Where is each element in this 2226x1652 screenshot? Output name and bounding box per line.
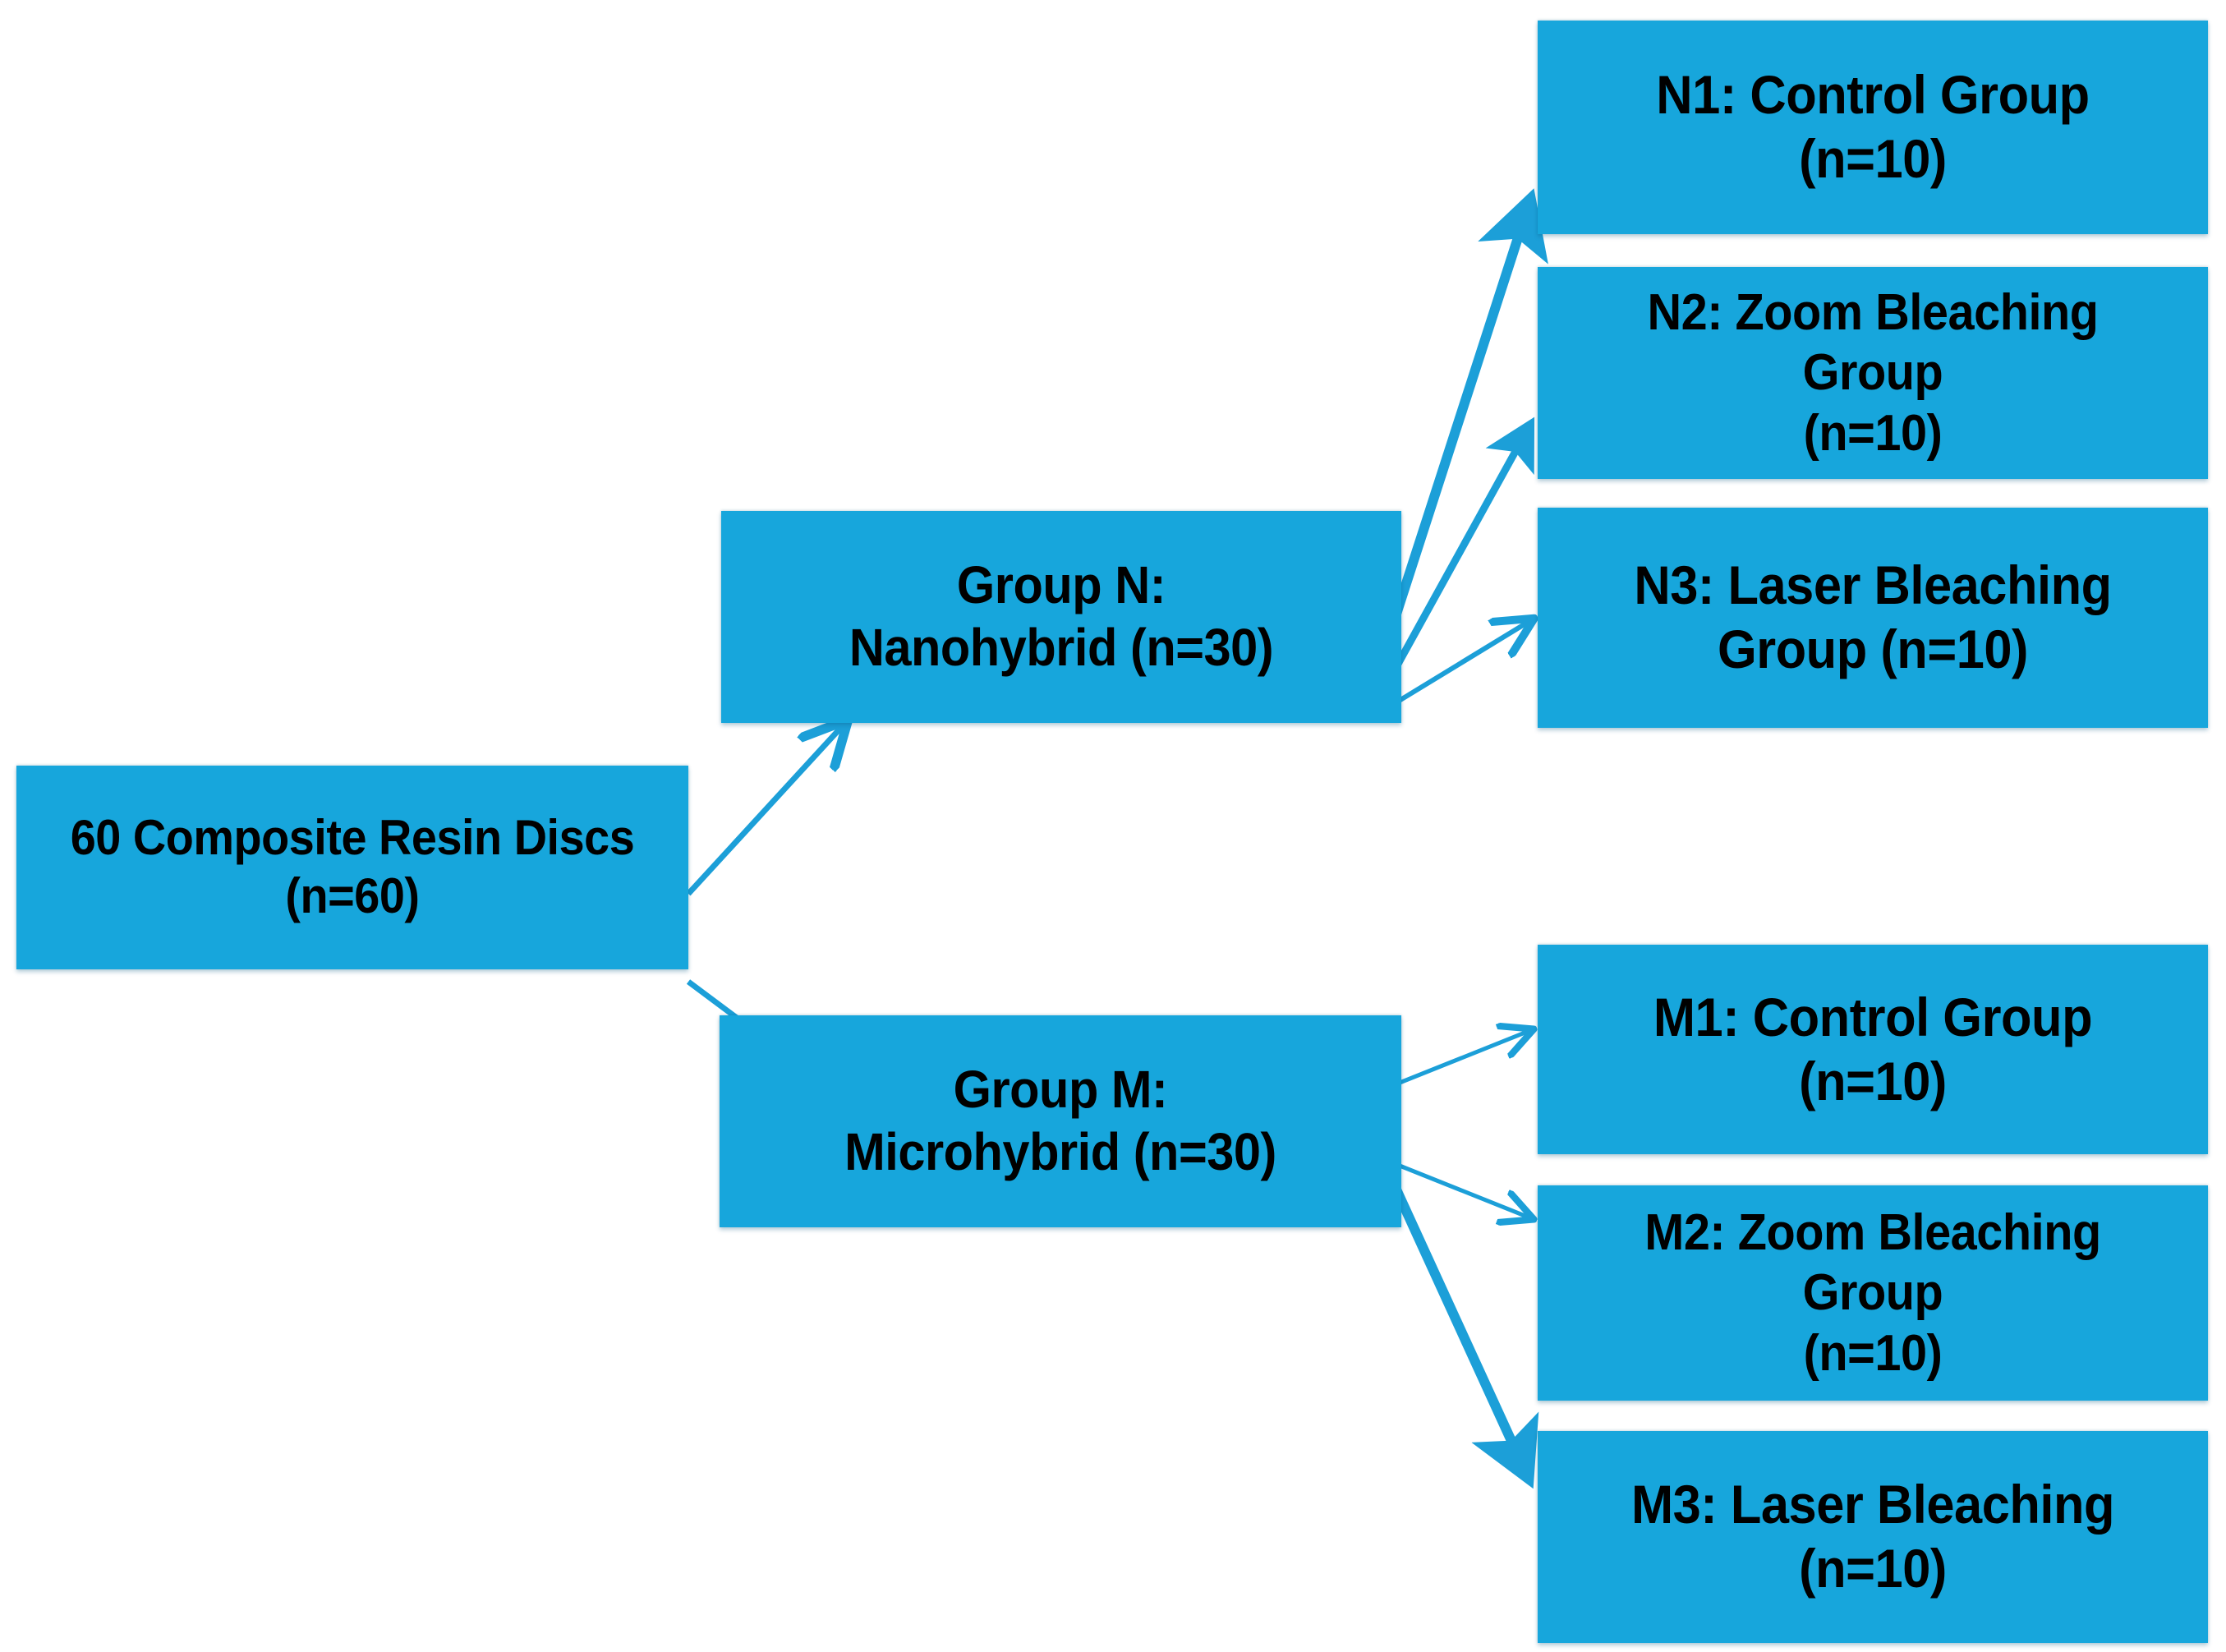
edge-group-n-to-n3 xyxy=(1395,620,1531,705)
node-n3-label: N3: Laser Bleaching Group (n=10) xyxy=(1634,555,2112,679)
node-m3-laser-bleaching[interactable]: M3: Laser Bleaching (n=10) xyxy=(1538,1431,2208,1643)
node-group-n-nanohybrid[interactable]: Group N: Nanohybrid (n=30) xyxy=(721,511,1401,723)
node-n1-control-group[interactable]: N1: Control Group (n=10) xyxy=(1538,21,2208,234)
node-m1-control-group[interactable]: M1: Control Group (n=10) xyxy=(1538,945,2208,1154)
node-root-composite-resin-discs[interactable]: 60 Composite Resin Discs (n=60) xyxy=(16,766,688,969)
node-group-m-label: Group M: Microhybrid (n=30) xyxy=(844,1060,1276,1181)
node-m2-label: M2: Zoom Bleaching Group (n=10) xyxy=(1644,1204,2101,1382)
node-root-label: 60 Composite Resin Discs (n=60) xyxy=(70,810,635,923)
node-m1-label: M1: Control Group (n=10) xyxy=(1653,986,2093,1111)
edge-group-n-to-n2 xyxy=(1385,416,1535,684)
edge-root-to-group-n xyxy=(686,723,845,896)
edge-group-n-to-n1 xyxy=(1377,188,1548,659)
node-n3-laser-bleaching-group[interactable]: N3: Laser Bleaching Group (n=10) xyxy=(1538,508,2208,728)
edge-group-m-to-m3 xyxy=(1391,1187,1539,1489)
node-m2-zoom-bleaching-group[interactable]: M2: Zoom Bleaching Group (n=10) xyxy=(1538,1185,2208,1401)
edge-group-m-to-m1 xyxy=(1391,1030,1531,1088)
node-m3-label: M3: Laser Bleaching (n=10) xyxy=(1630,1474,2115,1599)
node-group-m-microhybrid[interactable]: Group M: Microhybrid (n=30) xyxy=(720,1015,1401,1227)
edge-group-m-to-m2 xyxy=(1391,1160,1531,1218)
node-n2-label: N2: Zoom Bleaching Group (n=10) xyxy=(1647,284,2099,462)
node-n2-zoom-bleaching-group[interactable]: N2: Zoom Bleaching Group (n=10) xyxy=(1538,267,2208,479)
node-n1-label: N1: Control Group (n=10) xyxy=(1656,64,2090,189)
node-group-n-label: Group N: Nanohybrid (n=30) xyxy=(849,555,1274,677)
